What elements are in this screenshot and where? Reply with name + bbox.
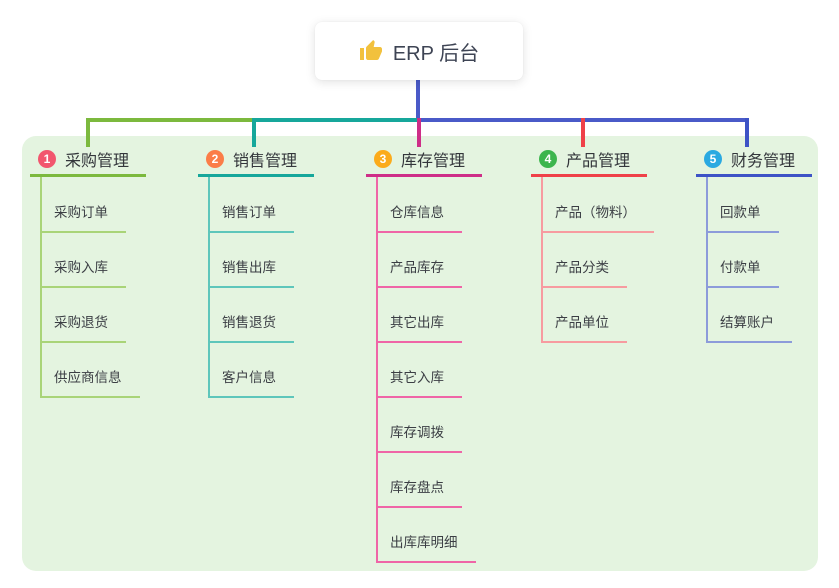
subtopic-node[interactable]: 采购订单 (40, 203, 126, 233)
branch-label: 产品管理 (566, 153, 631, 170)
subtopic-node[interactable]: 采购退货 (40, 313, 126, 343)
branch-underline (30, 174, 146, 177)
root-node[interactable]: ERP 后台 (315, 22, 523, 80)
branch-number-badge: 5 (704, 150, 722, 168)
subtopic-node[interactable]: 销售订单 (208, 203, 294, 233)
subtopic-node[interactable]: 付款单 (706, 258, 779, 288)
subtopic-node[interactable]: 结算账户 (706, 313, 792, 343)
subtopic-node[interactable]: 产品库存 (376, 258, 462, 288)
branch-node[interactable]: 5 财务管理 (696, 146, 812, 172)
thumbs-up-icon (359, 39, 383, 63)
subtopic-node[interactable]: 采购入库 (40, 258, 126, 288)
branch-label: 库存管理 (401, 153, 466, 170)
branch-node[interactable]: 4 产品管理 (531, 146, 647, 172)
subtopic-node[interactable]: 产品单位 (541, 313, 627, 343)
branch-label: 销售管理 (233, 153, 298, 170)
connector-branch-drop (86, 118, 90, 147)
connector-branch-drop (417, 118, 421, 147)
subtopic-node[interactable]: 产品分类 (541, 258, 627, 288)
root-node-label: ERP 后台 (392, 42, 480, 65)
branch-label: 财务管理 (731, 153, 796, 170)
subtopic-node[interactable]: 库存调拨 (376, 423, 462, 453)
connector-branch-drop (252, 118, 256, 147)
subtopic-node[interactable]: 出库库明细 (376, 533, 476, 563)
branch-label: 采购管理 (65, 153, 130, 170)
branch-node[interactable]: 1 采购管理 (30, 146, 146, 172)
branch-underline (366, 174, 482, 177)
subtopic-node[interactable]: 销售退货 (208, 313, 294, 343)
subtopic-node[interactable]: 销售出库 (208, 258, 294, 288)
branch-number-badge: 3 (374, 150, 392, 168)
branch-node[interactable]: 3 库存管理 (366, 146, 482, 172)
branch-node[interactable]: 2 销售管理 (198, 146, 314, 172)
branch-underline (696, 174, 812, 177)
branch-children-connector (706, 177, 708, 343)
branch-number-badge: 4 (539, 150, 557, 168)
subtopic-node[interactable]: 其它入库 (376, 368, 462, 398)
branch-children-connector (541, 177, 543, 343)
connector-spine-left-outer (86, 118, 254, 122)
branch-underline (531, 174, 647, 177)
branch-children-connector (376, 177, 378, 563)
connector-spine-left-inner (254, 118, 419, 122)
connector-branch-drop (745, 118, 749, 147)
subtopic-node[interactable]: 其它出库 (376, 313, 462, 343)
branch-underline (198, 174, 314, 177)
branches-background-panel (22, 136, 818, 571)
connector-branch-drop (581, 118, 585, 147)
subtopic-node[interactable]: 产品（物料） (541, 203, 654, 233)
subtopic-node[interactable]: 仓库信息 (376, 203, 462, 233)
subtopic-node[interactable]: 客户信息 (208, 368, 294, 398)
subtopic-node[interactable]: 库存盘点 (376, 478, 462, 508)
subtopic-node[interactable]: 供应商信息 (40, 368, 140, 398)
connector-root-stem (416, 80, 420, 122)
subtopic-node[interactable]: 回款单 (706, 203, 779, 233)
branch-number-badge: 2 (206, 150, 224, 168)
branch-number-badge: 1 (38, 150, 56, 168)
